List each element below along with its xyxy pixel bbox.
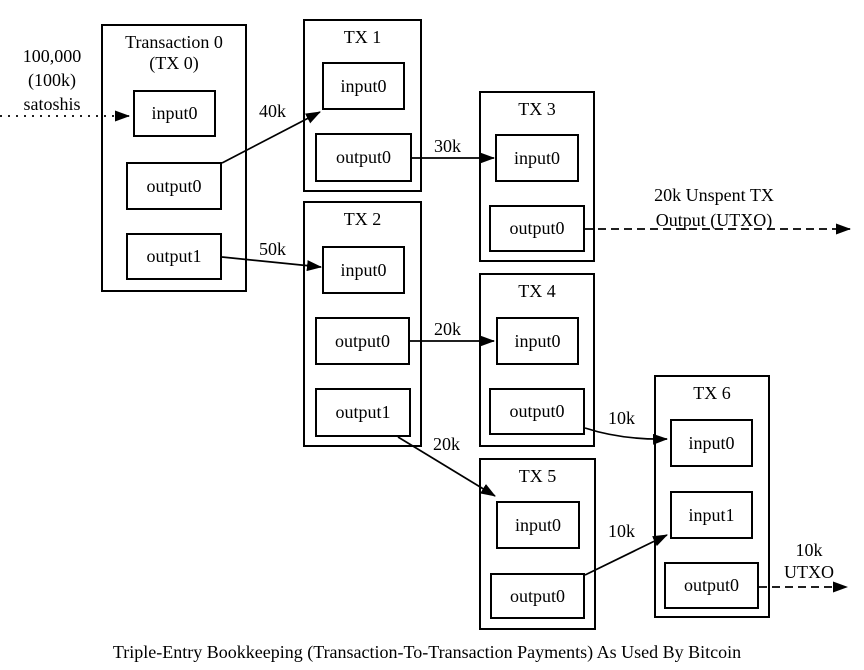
tx0-container: Transaction 0 (TX 0): [101, 24, 247, 292]
tx5-input0-box: input0: [496, 501, 580, 549]
tx5-container: TX 5: [479, 458, 596, 630]
tx1-input0-box: input0: [322, 62, 405, 110]
label-20k-tx5: 20k: [433, 434, 460, 454]
tx2-output1-box: output1: [315, 388, 411, 437]
label-50k: 50k: [259, 239, 286, 259]
label-40k: 40k: [259, 101, 286, 121]
label-20k-tx4: 20k: [434, 319, 461, 339]
label-10k-tx6b: 10k: [608, 521, 635, 541]
tx6-input0-box: input0: [670, 419, 753, 467]
tx3-container: TX 3: [479, 91, 595, 262]
tx6-input1-box: input1: [670, 491, 753, 539]
diagram-caption: Triple-Entry Bookkeeping (Transaction-To…: [112, 642, 742, 662]
tx6-output0-box: output0: [664, 562, 759, 609]
tx3-input0-box: input0: [495, 134, 579, 182]
tx5-title: TX 5: [518, 466, 557, 486]
tx4-title: TX 4: [518, 281, 556, 301]
tx4-input0-box: input0: [496, 317, 579, 365]
tx1-output0-box: output0: [315, 133, 412, 182]
tx2-input0-box: input0: [322, 246, 405, 294]
label-20k-utxo-line2: Output (UTXO): [655, 210, 773, 230]
tx3-title: TX 3: [518, 99, 556, 119]
tx2-container: TX 2: [303, 201, 422, 447]
source-amount-line3: satoshis: [23, 94, 81, 114]
tx0-output0-box: output0: [126, 162, 222, 210]
label-10k-utxo-line2: UTXO: [784, 562, 834, 582]
label-30k: 30k: [434, 136, 461, 156]
tx0-input0-box: input0: [133, 90, 216, 137]
tx3-output0-box: output0: [489, 205, 585, 252]
tx0-output1-box: output1: [126, 233, 222, 280]
tx6-container: TX 6: [654, 375, 770, 618]
tx1-container: TX 1: [303, 19, 422, 192]
source-amount-line2: (100k): [28, 70, 76, 90]
label-20k-utxo: 20k Unspent TX Output (UTXO): [640, 183, 788, 233]
tx6-title: TX 6: [693, 383, 731, 403]
tx2-output0-box: output0: [315, 317, 410, 365]
label-10k-utxo: 10k UTXO: [775, 539, 843, 583]
tx5-output0-box: output0: [490, 573, 585, 619]
label-10k-tx6a: 10k: [608, 408, 635, 428]
tx1-title: TX 1: [343, 27, 382, 47]
label-10k-utxo-line1: 10k: [795, 540, 823, 560]
tx4-container: TX 4: [479, 273, 595, 447]
source-amount-note: 100,000 (100k) satoshis: [6, 44, 98, 116]
source-amount-line1: 100,000: [22, 46, 82, 66]
tx0-subtitle: (TX 0): [149, 53, 199, 73]
label-20k-utxo-line1: 20k Unspent TX: [654, 185, 774, 205]
tx0-title: Transaction 0: [125, 32, 223, 52]
tx2-title: TX 2: [343, 209, 382, 229]
tx4-output0-box: output0: [489, 388, 585, 435]
